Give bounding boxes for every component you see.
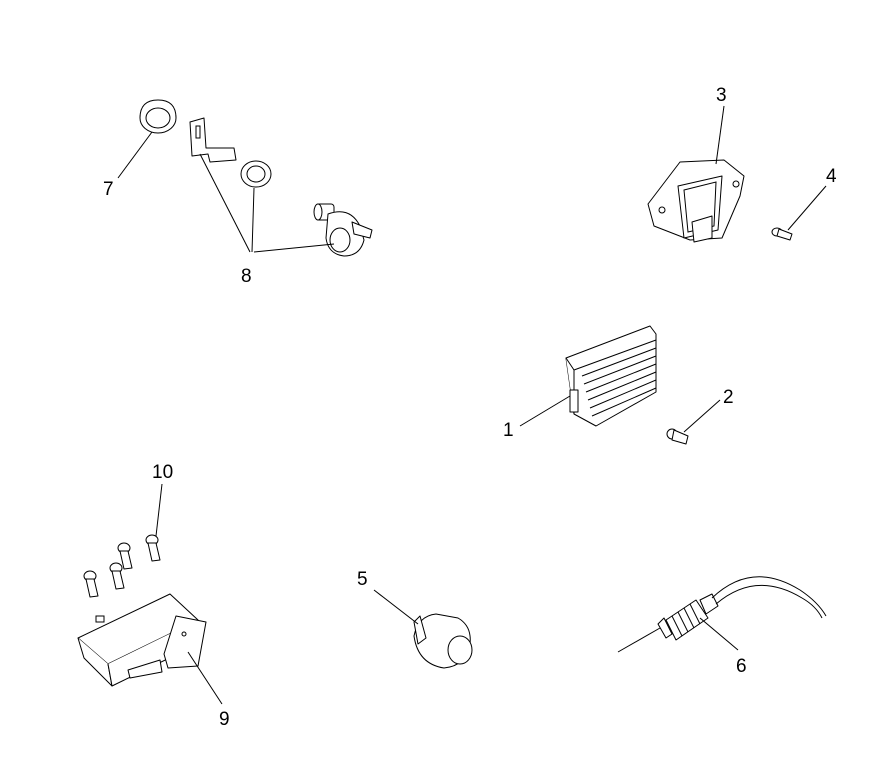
part-7-cap (139, 99, 177, 134)
leader-line-4 (787, 185, 827, 231)
leader-line-8b (251, 187, 255, 253)
part-8-switch (313, 203, 373, 257)
callout-3: 3 (716, 85, 727, 106)
callout-8: 8 (241, 266, 252, 287)
leader-line-5 (373, 589, 419, 625)
part-10-screws (83, 534, 161, 598)
part-3-module (647, 159, 745, 243)
part-2-screw (666, 428, 689, 445)
part-1-regulator (565, 325, 657, 427)
callout-2: 2 (723, 387, 734, 408)
part-5-switch (413, 613, 473, 669)
leader-line-9 (187, 651, 223, 705)
part-8-grommet (240, 160, 272, 188)
part-6-cable-a (711, 576, 827, 617)
leader-line-8c (253, 243, 335, 253)
part-6-cable-b (715, 585, 823, 619)
part-8-bracket (189, 117, 237, 163)
callout-1: 1 (503, 420, 514, 441)
leader-line-3 (715, 105, 725, 165)
callout-6: 6 (736, 656, 747, 677)
part-4-screw (771, 227, 793, 241)
part-6-sensor (617, 576, 827, 653)
callout-9: 9 (219, 709, 230, 730)
part-6-probe-tip (617, 627, 661, 653)
callout-10: 10 (152, 462, 173, 483)
callout-5: 5 (357, 569, 368, 590)
leader-line-8a (199, 153, 251, 253)
callout-4: 4 (826, 166, 837, 187)
leader-line-6 (699, 617, 739, 651)
part-9-relay (77, 593, 207, 687)
leader-line-7 (117, 131, 153, 179)
leader-line-2 (683, 399, 721, 433)
callout-7: 7 (103, 179, 114, 200)
leader-line-1 (519, 395, 571, 427)
leader-line-10 (155, 483, 163, 537)
